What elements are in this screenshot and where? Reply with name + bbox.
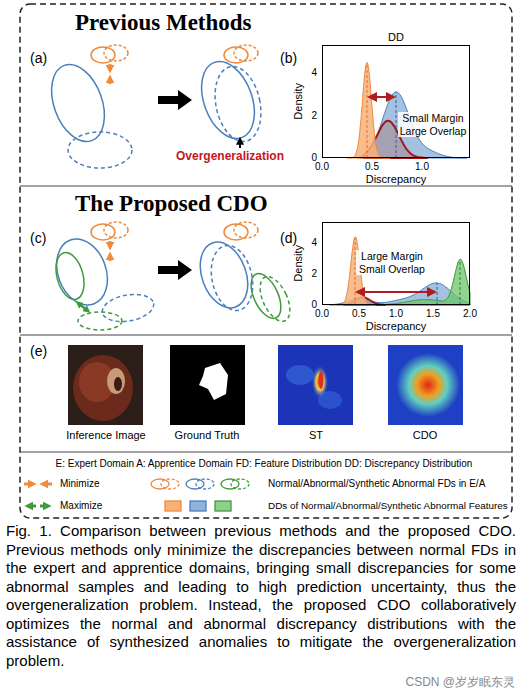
section-heading: Previous Methods xyxy=(75,9,252,37)
result-images xyxy=(68,345,463,425)
tick-label: 2 xyxy=(311,110,317,122)
plot-frame: DDSmall Margin Large Overlap xyxy=(322,45,470,158)
tick-label: 2.0 xyxy=(463,308,477,320)
legend-text: DDs of Normal/Abnormal/Synthetic Abnorma… xyxy=(268,500,508,511)
image-caption: Ground Truth xyxy=(175,429,240,442)
plot-title: DD xyxy=(323,31,469,44)
tick-label: 4 xyxy=(311,67,317,79)
tick-label: 1.5 xyxy=(426,308,440,320)
panel-letter: (a) xyxy=(30,50,47,66)
watermark: CSDN @岁岁眠东灵 xyxy=(405,676,515,690)
figure-caption: Fig. 1. Comparison between previous meth… xyxy=(6,522,516,670)
panel-letter: (c) xyxy=(30,230,46,246)
tick-label: 0.5 xyxy=(365,161,379,173)
plot-annotation: Small Margin Large Overlap xyxy=(398,112,468,137)
divider xyxy=(20,186,512,187)
panel-letter: (d) xyxy=(280,230,297,246)
legend-text: Maximize xyxy=(60,500,102,512)
divider xyxy=(20,335,512,336)
plot-frame: Large Margin Small Overlap xyxy=(322,222,470,305)
legend-samples xyxy=(24,479,249,511)
image-caption: CDO xyxy=(413,429,437,442)
image-caption: Inference Image xyxy=(66,429,146,442)
feature-illustration-c xyxy=(48,222,296,330)
tick-label: 0.0 xyxy=(315,161,329,173)
axis-label: Density xyxy=(292,83,305,120)
plot-annotation: Large Margin Small Overlap xyxy=(356,250,428,275)
callout-label: Overgeneralization xyxy=(176,150,284,164)
legend-text: Normal/Abnormal/Synthetic Abnormal FDs i… xyxy=(268,478,485,490)
density-plot-b xyxy=(347,62,467,158)
image-caption: ST xyxy=(309,429,323,442)
density-plot-d xyxy=(329,237,470,305)
section-heading: The Proposed CDO xyxy=(75,190,268,218)
tick-label: 0.5 xyxy=(352,308,366,320)
tick-label: 4 xyxy=(311,237,317,249)
tick-label: 0.0 xyxy=(315,308,329,320)
outer-frame xyxy=(20,4,512,518)
legend-note: E: Expert Domain A: Apprentice Domain FD… xyxy=(56,458,473,470)
tick-label: 2 xyxy=(311,268,317,280)
panel-letter: (b) xyxy=(280,50,297,66)
axis-label: Discrepancy xyxy=(366,320,427,333)
tick-label: 1.0 xyxy=(389,308,403,320)
axis-label: Discrepancy xyxy=(366,173,427,186)
axis-label: Density xyxy=(292,245,305,282)
divider xyxy=(20,452,512,453)
panel-letter: (e) xyxy=(30,343,47,359)
tick-label: 1.0 xyxy=(415,161,429,173)
legend-text: Minimize xyxy=(60,478,99,490)
